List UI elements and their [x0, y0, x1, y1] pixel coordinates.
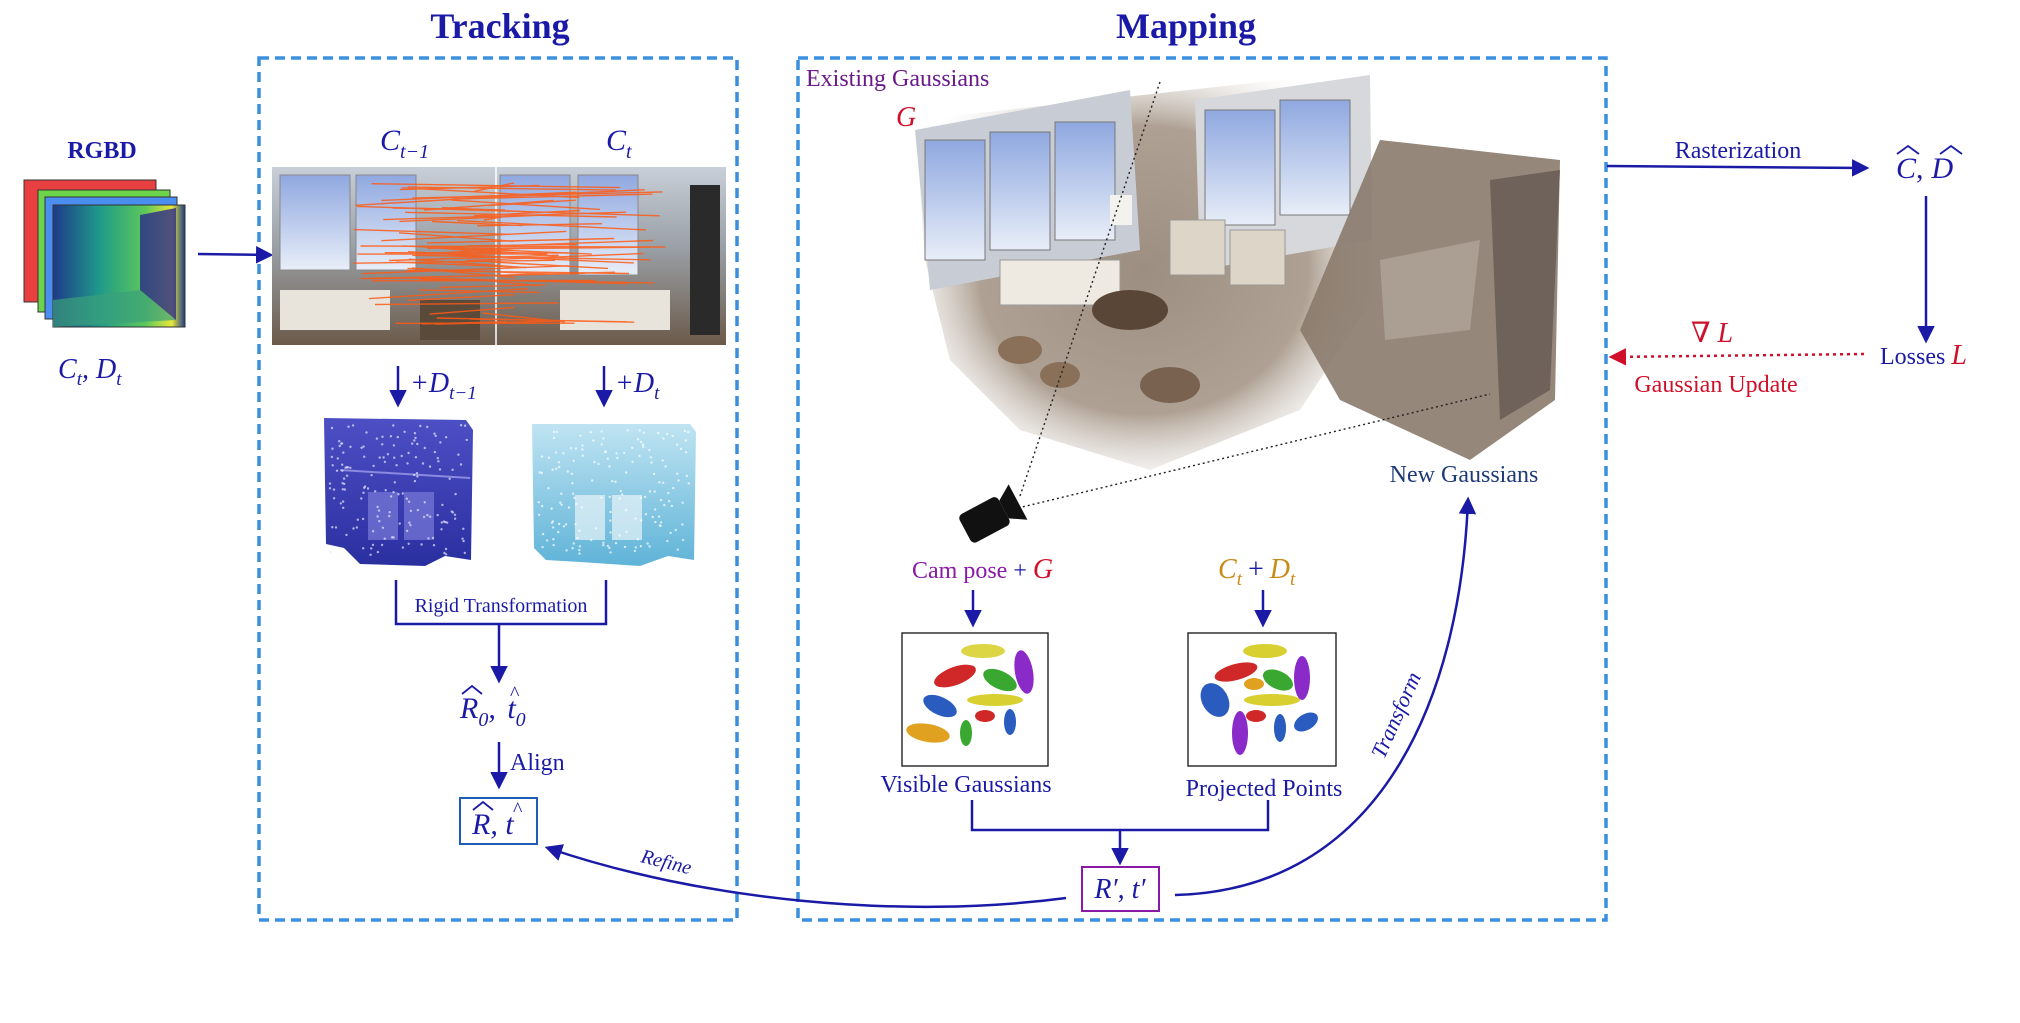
depth-curr-label: +Dt: [615, 368, 660, 404]
tracking-title: Tracking: [430, 6, 569, 46]
merge-bracket: [970, 800, 1270, 832]
refine-label: Refine: [638, 845, 694, 879]
rigid-label: Rigid Transformation: [415, 595, 588, 617]
rendered-output: C,D: [1896, 144, 1963, 185]
input-caption: Ct, Dt: [58, 354, 122, 390]
align-label: Align: [510, 750, 565, 776]
rasterization-label: Rasterization: [1675, 138, 1802, 164]
transform-arrow: [1174, 496, 1477, 897]
svg-text:^: ^: [513, 799, 523, 821]
refine-arrow: [544, 844, 1067, 909]
frame-curr-label: Ct: [606, 124, 632, 163]
svg-text:C,D: C,D: [1896, 152, 1954, 185]
refined-pose-box: R, t ^: [459, 797, 538, 845]
feature-matching-image: [272, 167, 726, 345]
tracking-box: [257, 56, 739, 922]
gradient-label: ∇ L: [1691, 318, 1733, 349]
existing-g-symbol: G: [896, 102, 916, 133]
projected-points-label: Projected Points: [1186, 776, 1343, 802]
svg-text:R′, t′: R′, t′: [1093, 874, 1146, 905]
pose-delta-box: R′, t′: [1081, 866, 1160, 912]
transform-label: Transform: [1366, 668, 1426, 762]
rasterization-arrow: [1606, 159, 1870, 177]
existing-gaussians-label: Existing Gaussians: [806, 66, 989, 92]
input-arrow: [197, 246, 274, 264]
svg-text:^: ^: [510, 683, 520, 705]
ct-dt-label: Ct+Dt: [1218, 554, 1296, 590]
initial-pose: R0, t0 ^: [459, 683, 526, 731]
svg-text:R0, t0: R0, t0: [459, 692, 526, 731]
visible-gaussians-label: Visible Gaussians: [880, 772, 1051, 798]
gaussian-scene-render: [915, 70, 1560, 470]
svg-text:R, t: R, t: [471, 808, 514, 841]
mapping-title: Mapping: [1116, 6, 1256, 46]
point-cloud-curr: [532, 424, 696, 566]
point-cloud-prev: [324, 418, 473, 566]
camera-icon: [959, 484, 1028, 543]
depth-prev-label: +Dt−1: [410, 368, 477, 404]
rigid-bracket: [394, 580, 608, 626]
frame-prev-label: Ct−1: [380, 124, 429, 163]
cam-pose-label: Cam pose+G: [912, 554, 1053, 585]
camera-frustum: [1017, 81, 1491, 509]
gaussian-update-arrow: [1608, 348, 1865, 366]
visible-gaussians-panel: [901, 632, 1049, 767]
rgbd-label: RGBD: [67, 138, 136, 164]
new-gaussians-label: New Gaussians: [1390, 462, 1539, 488]
projected-points-panel: [1187, 632, 1337, 767]
gaussian-update-label: Gaussian Update: [1634, 372, 1797, 398]
mapping-box: [796, 56, 1608, 922]
rgbd-stack: [23, 179, 186, 328]
